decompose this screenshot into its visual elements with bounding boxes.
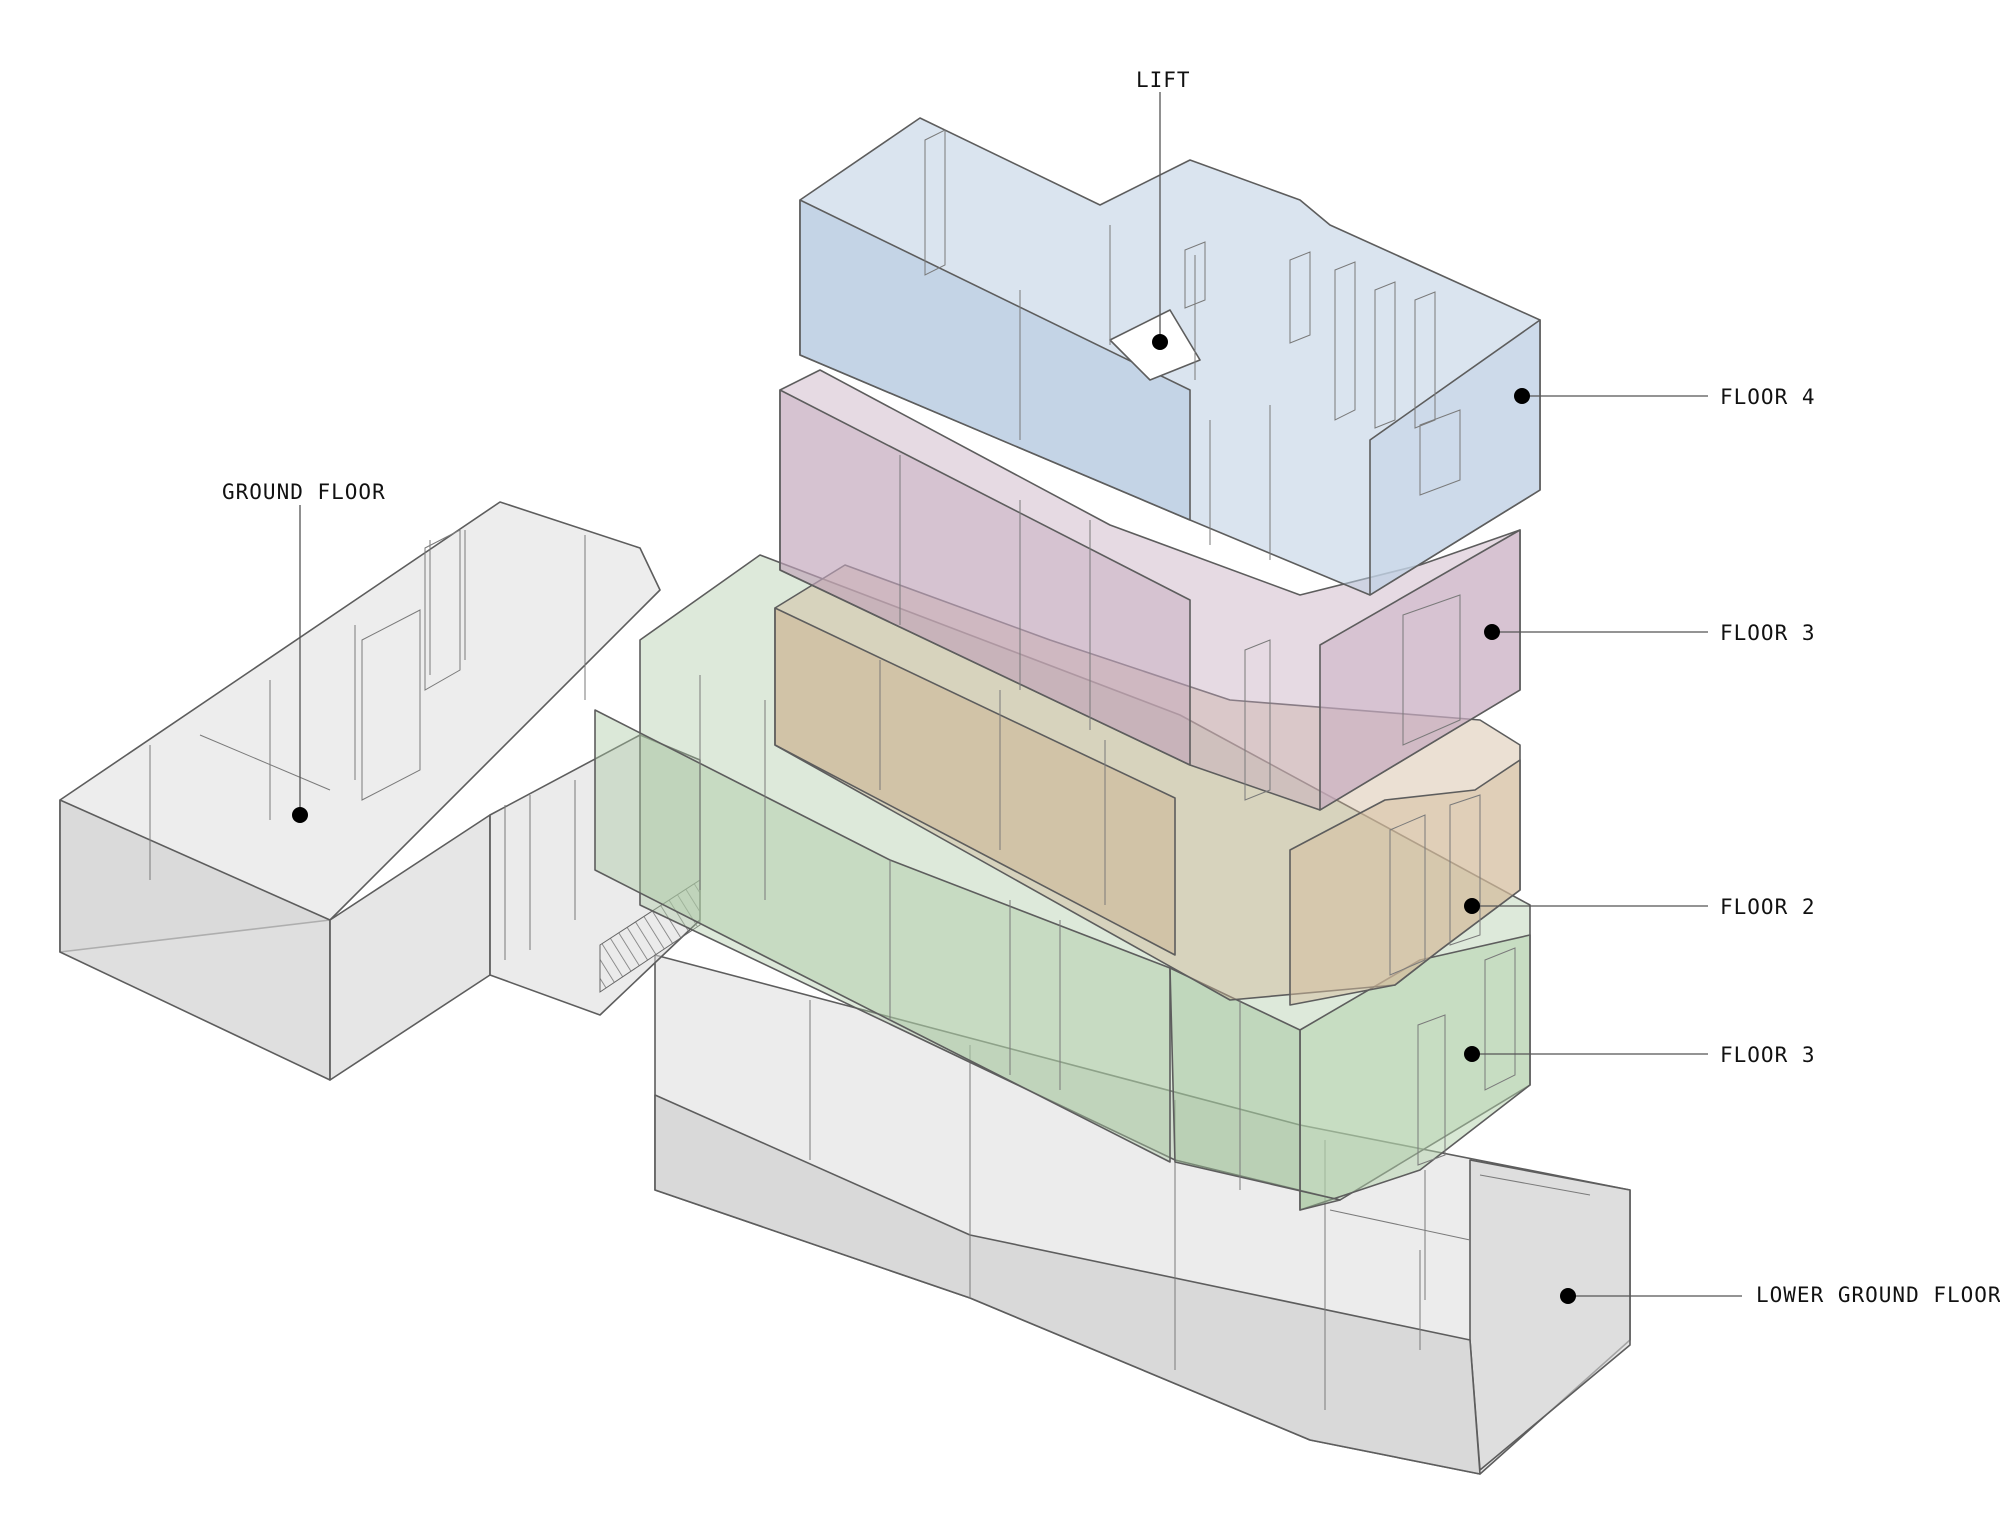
lower-ground-floor-end-wall — [1469, 1159, 1631, 1471]
leader-lines — [299, 92, 1742, 1297]
marker-dots — [292, 334, 1576, 1304]
floor-2-front-face — [774, 607, 1176, 956]
ground-floor-block — [59, 501, 701, 1081]
lower-ground-floor-block — [654, 954, 1631, 1475]
ground-floor-stair — [599, 879, 701, 993]
floor-4-block — [799, 117, 1541, 596]
lower-ground-floor-front-face — [654, 1094, 1481, 1475]
ground-floor-label: GROUND FLOOR — [222, 480, 386, 504]
floor-4-front-face — [799, 199, 1191, 521]
lift-label: LIFT — [1136, 68, 1191, 92]
floor-3-upper-end-face — [1319, 529, 1521, 811]
floor-2-partitions — [879, 660, 1481, 976]
floor-3-upper-label: FLOOR 3 — [1720, 621, 1816, 645]
floor-2-dot — [1464, 898, 1480, 914]
floor-3-lower-partitions — [699, 675, 1516, 1190]
lift-dot — [1152, 334, 1168, 350]
floor-2-label: FLOOR 2 — [1720, 895, 1816, 919]
floor-3-lower-label: FLOOR 3 — [1720, 1043, 1816, 1067]
floor-3-lower-block — [594, 554, 1531, 1211]
ground-floor-partitions — [149, 529, 586, 960]
floor-3-upper-dot — [1484, 624, 1500, 640]
floor-3-upper-block — [779, 369, 1521, 811]
floor-4-label: FLOOR 4 — [1720, 385, 1816, 409]
floor-2-block — [774, 564, 1521, 1006]
floor-4-end-face — [1369, 319, 1541, 596]
lower-ground-floor-dot — [1560, 1288, 1576, 1304]
ground-floor-dot — [292, 807, 308, 823]
floor-3-upper-partitions — [899, 455, 1461, 801]
floor-4-dot — [1514, 388, 1530, 404]
floor-2-bay-window — [1289, 759, 1521, 1006]
floor-4-partitions — [924, 129, 1461, 560]
floor-3-lower-dot — [1464, 1046, 1480, 1062]
floor-3-lower-end-face — [1169, 967, 1341, 1211]
floor-3-upper-front-face — [779, 389, 1191, 766]
lower-ground-floor-label: LOWER GROUND FLOOR — [1756, 1283, 2000, 1307]
